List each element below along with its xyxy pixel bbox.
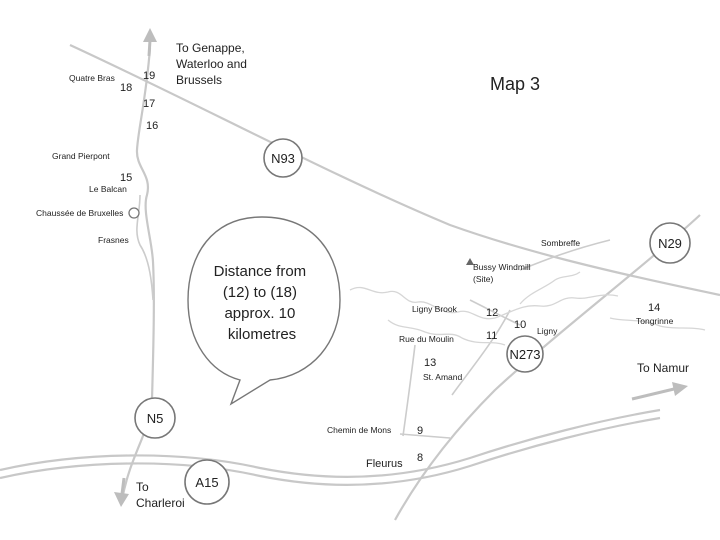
road-badge-a15: A15: [184, 459, 230, 505]
svg-text:N273: N273: [509, 347, 540, 362]
waypoint-8: 8: [417, 452, 423, 464]
waypoint-13: 13: [424, 357, 436, 369]
south-arrow: [114, 477, 129, 507]
svg-text:N29: N29: [658, 236, 682, 251]
road-n29-branch: [451, 309, 511, 396]
svg-text:A15: A15: [195, 475, 218, 490]
map-title: Map 3: [490, 74, 540, 94]
road-ligny-local: [469, 299, 521, 326]
ligny-brook: [349, 286, 619, 320]
waypoint-16: 16: [146, 120, 158, 132]
waypoint-15: 15: [120, 172, 132, 184]
south-label: To Charleroi: [136, 480, 185, 510]
road-a15-south: [0, 416, 661, 486]
place-sombreffe: Sombreffe: [541, 238, 580, 248]
road-badge-n93: N93: [263, 138, 303, 178]
north-label: To Genappe, Waterloo and Brussels: [176, 41, 250, 87]
road-n29: [394, 214, 701, 521]
waypoint-14: 14: [648, 302, 660, 314]
place-quatre-bras: Quatre Bras: [69, 73, 115, 83]
place-le-balcan: Le Balcan: [89, 184, 127, 194]
waypoint-11: 11: [486, 330, 497, 342]
road-badge-n273: N273: [506, 335, 544, 373]
ligny-brook-north: [519, 271, 581, 305]
svg-text:N5: N5: [147, 411, 164, 426]
place-tongrinne: Tongrinne: [636, 316, 674, 326]
place-grand-pierpont: Grand Pierpont: [52, 151, 110, 161]
place-ligny-brook: Ligny Brook: [412, 304, 458, 314]
road-badge-n29: N29: [649, 222, 691, 264]
east-label: To Namur: [637, 361, 689, 375]
place-rue-du-moulin: Rue du Moulin: [399, 334, 454, 344]
road-a15-north: [0, 408, 661, 478]
east-arrow: [631, 382, 688, 401]
chaussee-marker: [128, 207, 140, 219]
waypoint-10: 10: [514, 319, 526, 331]
place-chaussee: Chaussée de Bruxelles: [36, 208, 123, 218]
waypoint-17: 17: [143, 98, 155, 110]
svg-text:N93: N93: [271, 151, 295, 166]
place-ligny: Ligny: [537, 326, 558, 336]
north-arrow: [143, 28, 157, 57]
svg-text:Distance from (12) to (1: Distance from (12) to (18) approx. 10 ki…: [214, 263, 311, 343]
waypoint-18: 18: [120, 82, 132, 94]
place-chemin-de-mons: Chemin de Mons: [327, 425, 391, 435]
waypoint-12: 12: [486, 307, 498, 319]
distance-callout: Distance from (12) to (18) approx. 10 ki…: [187, 216, 341, 406]
windmill-marker-icon: [466, 258, 474, 265]
road-chemin-de-mons: [399, 433, 451, 439]
place-frasnes: Frasnes: [98, 235, 129, 245]
road-badge-n5: N5: [134, 397, 176, 439]
road-st-amand: [402, 344, 416, 437]
road-sombreffe: [519, 239, 611, 271]
waypoint-19: 19: [143, 70, 155, 82]
ligny-brook-tributary: [387, 319, 506, 346]
place-bussy-windmill: Bussy Windmill (Site): [473, 262, 533, 284]
road-n93: [69, 44, 720, 297]
waypoint-9: 9: [417, 425, 423, 437]
place-st-amand: St. Amand: [423, 372, 462, 382]
ligny-brook-east: [609, 317, 706, 331]
place-fleurus: Fleurus: [366, 458, 403, 470]
